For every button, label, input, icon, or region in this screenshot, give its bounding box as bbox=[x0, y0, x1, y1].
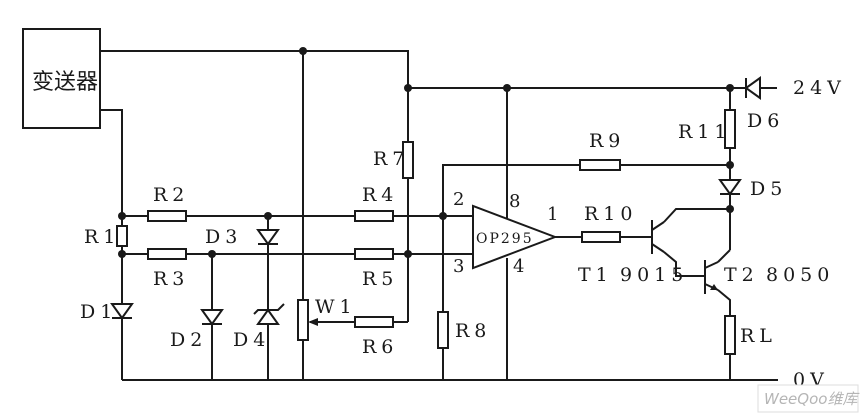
label-r11: R11 bbox=[678, 121, 731, 143]
opamp-pin-8: 8 bbox=[509, 191, 520, 212]
opamp-pin-4: 4 bbox=[513, 256, 524, 277]
diode-d2 bbox=[200, 309, 224, 326]
diode-d1 bbox=[110, 303, 134, 320]
opamp-pin-2: 2 bbox=[453, 189, 464, 210]
label-r2: R2 bbox=[153, 184, 189, 206]
resistor-r10 bbox=[581, 231, 621, 243]
label-r9: R9 bbox=[589, 130, 625, 152]
potentiometer-w1 bbox=[297, 299, 318, 341]
resistor-r5 bbox=[354, 248, 394, 260]
label-t1-part: 9015 bbox=[620, 264, 688, 286]
label-r7: R7 bbox=[373, 148, 409, 170]
supply-label: 24V bbox=[793, 77, 846, 99]
label-d1: D1 bbox=[80, 301, 117, 323]
label-d5: D5 bbox=[750, 178, 787, 200]
label-t2: T2 bbox=[724, 264, 759, 286]
transistor-t1 bbox=[651, 220, 665, 254]
watermark-text: WeeQoo维库 bbox=[764, 390, 860, 408]
label-rl: RL bbox=[740, 325, 777, 347]
diode-d6 bbox=[744, 76, 761, 100]
label-t1: T1 bbox=[578, 264, 613, 286]
label-r10: R10 bbox=[584, 203, 637, 225]
resistor-r2 bbox=[147, 210, 187, 222]
label-d6: D6 bbox=[747, 110, 784, 132]
label-t2-part: 8050 bbox=[766, 264, 834, 286]
label-r6: R6 bbox=[362, 336, 398, 358]
resistor-r8 bbox=[437, 311, 449, 349]
zener-diode-d4 bbox=[253, 303, 285, 325]
diode-d5 bbox=[718, 179, 742, 196]
watermark: WeeQoo维库 bbox=[757, 384, 860, 413]
resistor-r11 bbox=[724, 109, 736, 149]
diode-d3 bbox=[256, 229, 280, 246]
label-r1: R1 bbox=[84, 226, 120, 248]
transistor-t2 bbox=[704, 260, 719, 294]
resistor-r4 bbox=[354, 210, 394, 222]
transmitter-label: 变送器 bbox=[32, 70, 98, 95]
resistor-r7 bbox=[402, 141, 414, 179]
label-d4: D4 bbox=[233, 329, 270, 351]
wires bbox=[100, 50, 778, 381]
junctions bbox=[118, 47, 734, 258]
label-r8: R8 bbox=[455, 320, 491, 342]
label-w1: W1 bbox=[315, 296, 357, 318]
opamp-label: OP295 bbox=[476, 231, 534, 247]
label-r4: R4 bbox=[362, 184, 398, 206]
opamp-pin-3: 3 bbox=[453, 256, 464, 277]
resistor-r1 bbox=[116, 225, 128, 247]
resistor-r9 bbox=[579, 159, 621, 171]
opamp-pin-1: 1 bbox=[547, 204, 558, 225]
label-d2: D2 bbox=[170, 329, 207, 351]
label-d3: D3 bbox=[205, 226, 242, 248]
resistor-rl bbox=[724, 315, 736, 355]
opamp-op295 bbox=[472, 204, 558, 270]
transmitter-box bbox=[22, 28, 101, 129]
resistor-r3 bbox=[147, 248, 187, 260]
resistor-r6 bbox=[354, 316, 394, 328]
label-r5: R5 bbox=[362, 268, 398, 290]
label-r3: R3 bbox=[153, 268, 189, 290]
